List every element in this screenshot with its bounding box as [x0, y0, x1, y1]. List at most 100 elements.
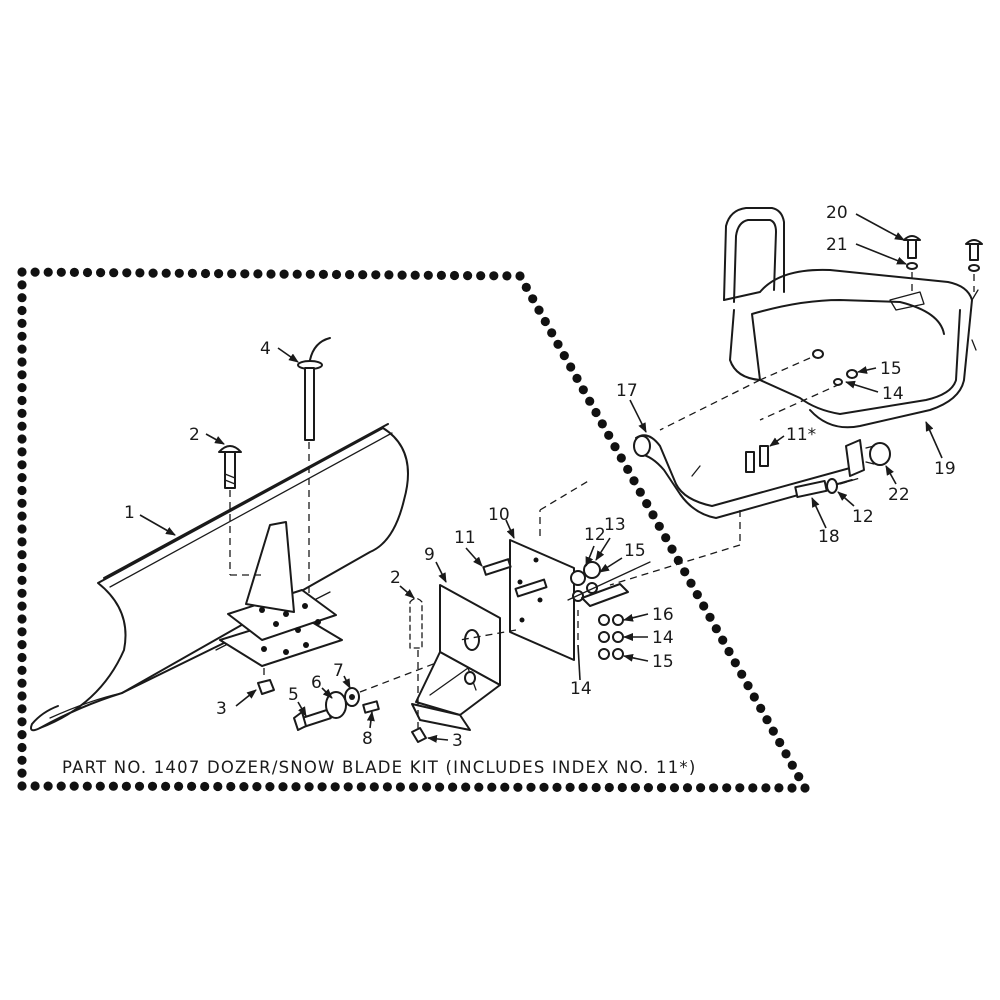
callout-2a: 2 — [189, 425, 200, 445]
boundary-dot — [735, 783, 745, 793]
boundary-dot — [604, 782, 614, 793]
boundary-dot — [95, 781, 105, 791]
callout-leaders — [139, 213, 943, 743]
callout-12a: 12 — [584, 525, 606, 545]
boundary-dot — [17, 627, 27, 637]
callout-11a: 11 — [454, 528, 476, 548]
boundary-dot — [96, 268, 106, 278]
boundary-dot — [17, 305, 27, 316]
boundary-dot — [787, 783, 797, 793]
boundary-dot — [17, 395, 27, 406]
boundary-dot — [200, 268, 211, 279]
boundary-dot — [382, 782, 392, 792]
boundary-dot — [635, 487, 645, 497]
boundary-dot — [591, 407, 601, 418]
boundary-dot — [17, 781, 27, 791]
frame-19 — [659, 207, 979, 431]
boundary-dot — [724, 646, 734, 657]
hardware-stack-14-15-16 — [581, 583, 629, 660]
callout-19: 19 — [934, 459, 956, 479]
boundary-dot — [82, 781, 92, 791]
hardware-stack-12-13-15 — [567, 561, 651, 640]
boundary-dot — [629, 476, 639, 486]
boundary-dot — [623, 464, 633, 474]
boundary-dot — [82, 267, 93, 278]
boundary-dot — [17, 280, 27, 290]
boundary-dot — [591, 782, 601, 793]
boundary-dot — [749, 692, 759, 702]
boundary-dot — [17, 498, 27, 508]
boundary-dot — [43, 781, 53, 791]
boundary-dot — [213, 781, 223, 792]
boundary-dot — [448, 782, 458, 792]
boundary-dot — [240, 269, 250, 279]
boundary-dot — [17, 383, 27, 393]
boundary-dot — [252, 782, 262, 792]
boundary-dot — [794, 772, 804, 782]
kit-caption: PART NO. 1407 DOZER/SNOW BLADE KIT (INCL… — [62, 758, 697, 777]
boundary-dot — [610, 442, 620, 452]
boundary-dot — [526, 782, 536, 792]
boundary-dot — [227, 269, 237, 279]
boundary-dot — [547, 328, 557, 338]
boundary-dot — [239, 782, 249, 792]
boundary-dot — [17, 575, 27, 586]
boundary-dot — [781, 749, 791, 759]
boundary-dot — [345, 270, 355, 280]
push-bar-17 — [609, 434, 853, 586]
boundary-dot — [17, 421, 27, 431]
boundary-dot — [408, 782, 419, 792]
boundary-dot — [616, 453, 626, 463]
pin-4 — [297, 337, 331, 596]
boundary-dot — [17, 614, 27, 624]
boundary-dot — [669, 783, 680, 793]
boundary-dot — [682, 783, 693, 793]
callout-4: 4 — [260, 339, 271, 359]
boundary-dot — [572, 373, 582, 383]
boundary-dot — [722, 783, 732, 793]
boundary-dot — [69, 267, 79, 277]
boundary-dot — [17, 717, 27, 727]
boundary-dot — [435, 782, 445, 792]
boundary-dot — [397, 270, 407, 280]
boundary-dot — [661, 533, 671, 543]
boundary-dot — [515, 271, 525, 281]
callout-labels: 1 2 4 3 5 6 7 8 2 9 3 11 10 12 13 15 16 … — [124, 203, 956, 751]
boundary-dot — [17, 434, 27, 444]
boundary-dot — [730, 658, 740, 668]
boundary-dot — [17, 640, 27, 650]
boundary-dot — [17, 460, 27, 470]
boundary-dot — [686, 578, 696, 588]
callout-3a: 3 — [216, 699, 227, 719]
callout-15b: 15 — [652, 652, 674, 672]
boundary-dot — [17, 755, 27, 765]
boundary-dot — [410, 270, 420, 280]
boundary-dot — [369, 782, 379, 792]
callout-13: 13 — [604, 515, 626, 535]
callout-14c: 14 — [882, 384, 904, 404]
boundary-dot — [642, 499, 652, 509]
boundary-dot — [534, 305, 544, 315]
nut-3 — [257, 668, 275, 695]
boundary-dot — [559, 351, 569, 361]
boundary-dot — [384, 270, 394, 280]
callout-21: 21 — [826, 235, 848, 255]
boundary-dot — [109, 268, 119, 278]
boundary-dot — [578, 782, 588, 793]
callout-7: 7 — [333, 661, 344, 681]
boundary-dot — [17, 730, 27, 740]
boundary-dot — [17, 267, 27, 277]
boundary-dot — [17, 408, 27, 418]
boundary-dot — [292, 269, 302, 279]
boundary-dot — [291, 782, 301, 792]
boundary-dot — [552, 782, 562, 793]
boundary-dot — [17, 665, 27, 676]
callout-20: 20 — [826, 203, 848, 223]
boundary-dot — [200, 781, 210, 792]
bolt-right — [965, 239, 983, 292]
boundary-dot — [528, 294, 538, 304]
boundary-dot — [692, 590, 702, 600]
boundary-dot — [489, 271, 499, 281]
boundary-dot — [56, 781, 66, 791]
boundary-dot — [17, 511, 27, 521]
